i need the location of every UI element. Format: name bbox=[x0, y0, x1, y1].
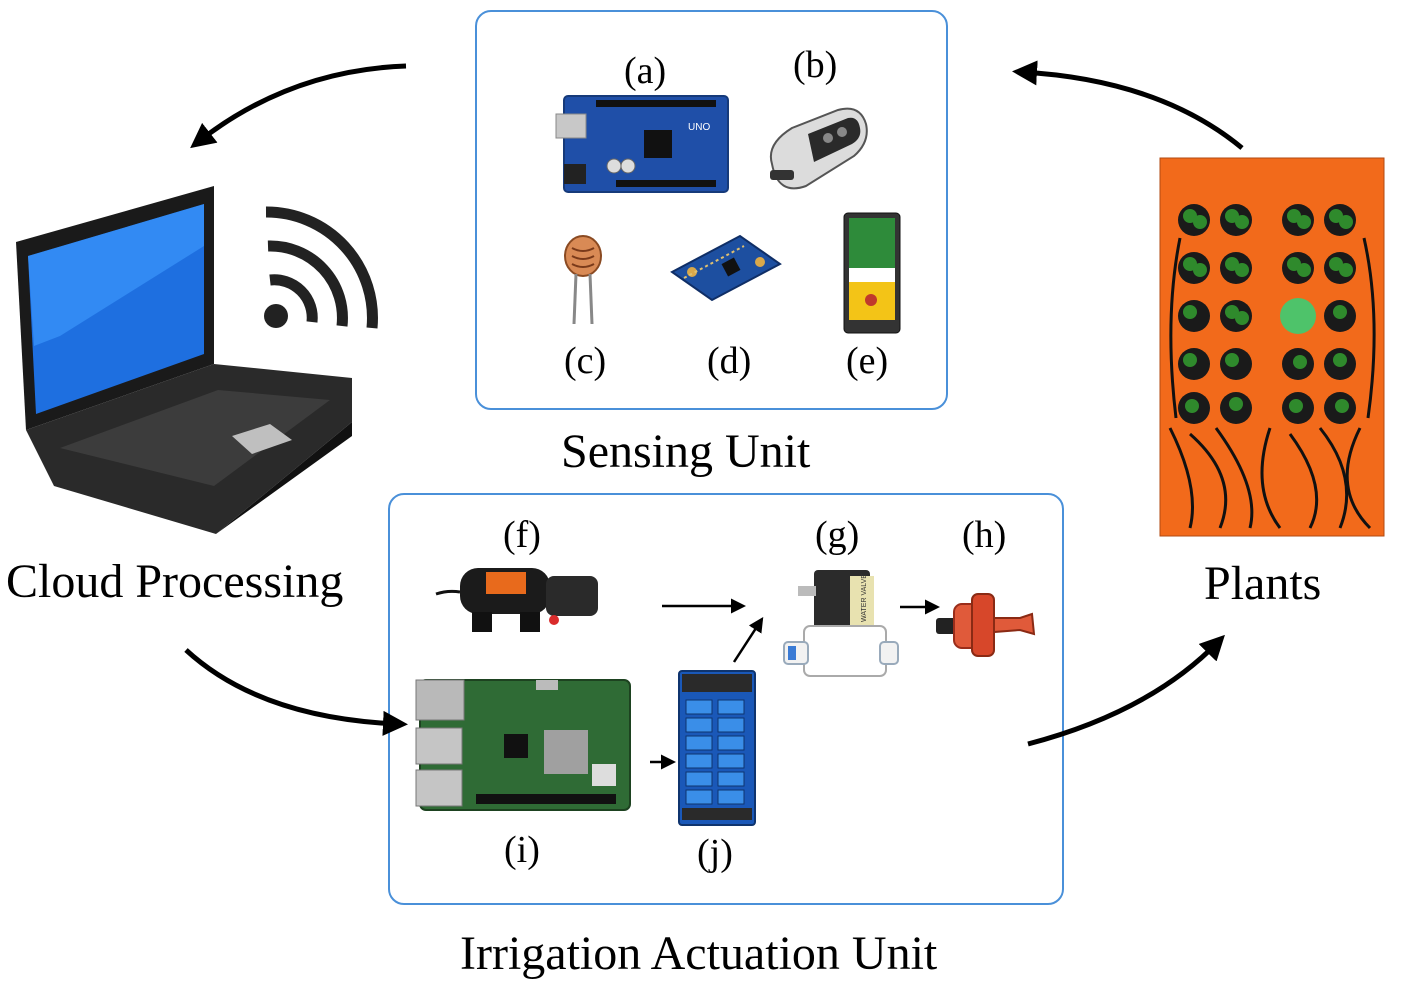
solenoid-valve-icon: WATER VALVE bbox=[783, 570, 899, 677]
cloud-processing-title: Cloud Processing bbox=[6, 555, 344, 608]
label-g: (g) bbox=[815, 514, 860, 556]
label-b: (b) bbox=[793, 44, 838, 86]
drip-emitter-icon bbox=[936, 593, 1036, 657]
laptop-icon bbox=[16, 186, 352, 534]
raspberry-pi-icon bbox=[415, 679, 631, 811]
photoresistor-icon bbox=[564, 235, 602, 325]
sensing-unit-title: Sensing Unit bbox=[561, 425, 811, 478]
arrow-sensing-to-cloud bbox=[190, 63, 407, 149]
board-uno-text: UNO bbox=[688, 122, 710, 133]
wifi-icon bbox=[264, 206, 378, 329]
arrow-relay-to-valve bbox=[732, 616, 764, 663]
valve-text: WATER VALVE bbox=[861, 574, 868, 622]
label-i: (i) bbox=[504, 829, 540, 871]
arrow-actuation-to-plants bbox=[1027, 634, 1225, 747]
breakout-board-icon bbox=[670, 234, 782, 302]
arrow-plants-to-sensing bbox=[1012, 60, 1244, 150]
label-e: (e) bbox=[846, 340, 889, 382]
relay-module-icon bbox=[678, 670, 756, 826]
label-f: (f) bbox=[503, 514, 541, 556]
label-c: (c) bbox=[564, 340, 607, 382]
label-j: (j) bbox=[697, 832, 733, 874]
actuation-unit-title: Irrigation Actuation Unit bbox=[460, 927, 938, 980]
arrow-cloud-to-actuation bbox=[184, 648, 408, 736]
label-h: (h) bbox=[962, 514, 1007, 556]
label-a: (a) bbox=[624, 50, 667, 92]
plants-title: Plants bbox=[1204, 557, 1322, 610]
arduino-board-icon: UNO bbox=[555, 95, 729, 193]
display-module-icon bbox=[843, 212, 901, 334]
plant-board-icon bbox=[1159, 157, 1385, 537]
label-d: (d) bbox=[707, 340, 752, 382]
actuation-unit-box bbox=[388, 493, 1064, 905]
handheld-sensor-icon bbox=[770, 107, 868, 190]
water-pump-icon bbox=[435, 568, 598, 632]
sensing-unit-box bbox=[475, 10, 948, 410]
